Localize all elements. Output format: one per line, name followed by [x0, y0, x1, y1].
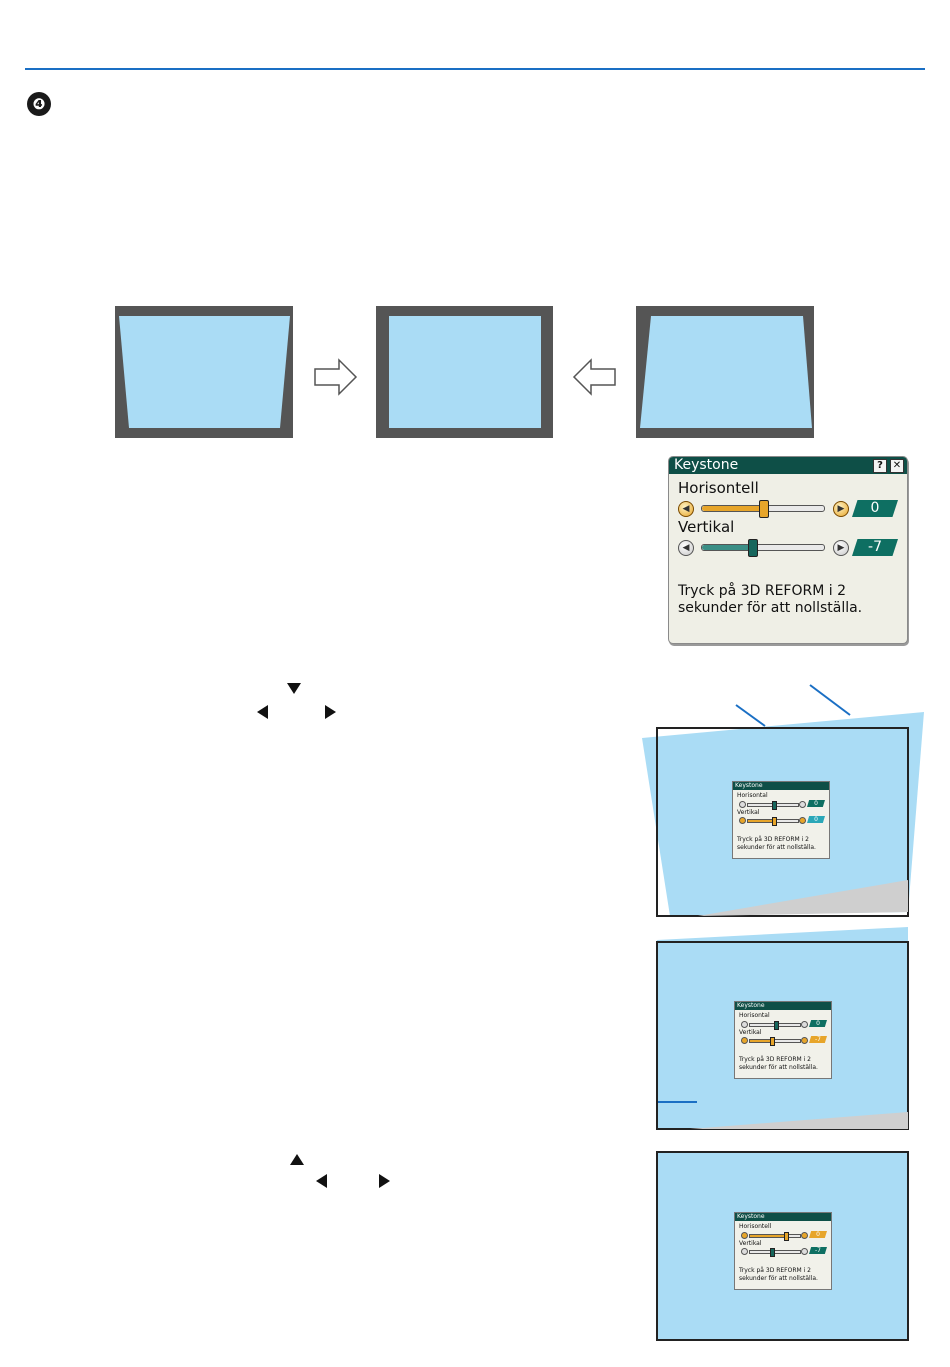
vertical-value: -7 [852, 539, 898, 556]
mini-right-button [799, 801, 806, 808]
help-button[interactable]: ? [873, 459, 887, 473]
mini-horizontal-slider [749, 1021, 801, 1030]
mini-right-button [801, 1037, 808, 1044]
mini-vertical-slider [747, 817, 799, 826]
mini-left-button [741, 1037, 748, 1044]
pointer-line [735, 704, 766, 727]
mini-vertical-slider [749, 1248, 801, 1257]
mini-left-button [741, 1248, 748, 1255]
vertical-slider-thumb[interactable] [748, 539, 758, 557]
step-number-badge: ❹ [27, 92, 51, 116]
mini-vertical-label: Vertikal [739, 1240, 762, 1247]
mini-left-button [741, 1232, 748, 1239]
right-triangle-icon [379, 1174, 390, 1188]
mini-horizontal-label: Horisontal [739, 1012, 770, 1019]
mini-horizontal-value: 0 [809, 1020, 827, 1027]
horizontal-slider-fill [702, 506, 763, 511]
mini-right-button [801, 1021, 808, 1028]
mini-horizontal-value: 0 [809, 1231, 827, 1238]
screen-outline-panel-1 [656, 727, 909, 917]
mini-vertical-value: -7 [809, 1247, 827, 1254]
mini-left-button [739, 817, 746, 824]
left-triangle-icon [257, 705, 268, 719]
close-button[interactable]: ✕ [890, 459, 904, 473]
mini-vertical-label: Vertikal [737, 809, 760, 816]
mini-right-button [799, 817, 806, 824]
mini-dialog-title: Keystone [735, 1213, 831, 1221]
keystone-diagram [115, 306, 814, 438]
left-outline-arrow-icon [572, 358, 616, 396]
keystone-dialog: Keystone ? ✕ Horisontell ◀ ▶ 0 Vertikal … [668, 456, 908, 644]
right-triangle-icon [325, 705, 336, 719]
mini-keystone-dialog-2: Keystone Horisontal 0 Vertikal -7 Tryck … [734, 1001, 832, 1079]
vertical-left-button[interactable]: ◀ [678, 540, 694, 556]
horizontal-slider[interactable] [701, 500, 825, 518]
vertical-slider[interactable] [701, 539, 825, 557]
trapezoid-screen-right [640, 316, 812, 428]
reset-message: Tryck på 3D REFORM i 2 sekunder för att … [678, 583, 863, 616]
mini-reset-message: Tryck på 3D REFORM i 2 sekunder för att … [739, 1267, 818, 1282]
mini-horizontal-slider [747, 801, 799, 810]
mini-vertical-value: 0 [807, 816, 825, 823]
up-triangle-icon [290, 1154, 304, 1165]
mini-reset-message: Tryck på 3D REFORM i 2 sekunder för att … [737, 836, 816, 851]
vertical-label: Vertikal [678, 518, 735, 536]
trapezoid-screen-left [119, 316, 290, 428]
mini-vertical-value: -7 [809, 1036, 827, 1043]
left-triangle-icon [316, 1174, 327, 1188]
mini-horizontal-label: Horisontell [739, 1223, 772, 1230]
mini-left-button [741, 1021, 748, 1028]
mini-left-button [739, 801, 746, 808]
horizontal-slider-thumb[interactable] [759, 500, 769, 518]
horizontal-left-button[interactable]: ◀ [678, 501, 694, 517]
mini-vertical-slider [749, 1037, 801, 1046]
mini-reset-message: Tryck på 3D REFORM i 2 sekunder för att … [739, 1056, 818, 1071]
pointer-line [809, 684, 851, 716]
shadow-panel-2 [690, 1112, 908, 1129]
corrected-screen-center [389, 316, 541, 428]
shadow-panel-1 [698, 880, 908, 916]
header-rule [25, 68, 925, 70]
mini-dialog-title: Keystone [733, 782, 829, 790]
mini-right-button [801, 1232, 808, 1239]
mini-dialog-title: Keystone [735, 1002, 831, 1010]
dialog-title: Keystone [669, 457, 907, 474]
mini-vertical-label: Vertikal [739, 1029, 762, 1036]
mini-keystone-dialog-1: Keystone Horisontal 0 Vertikal 0 Tryck p… [732, 781, 830, 859]
mini-horizontal-slider [749, 1232, 801, 1241]
horizontal-value: 0 [852, 500, 898, 517]
right-outline-arrow-icon [314, 358, 358, 396]
mini-keystone-dialog-3: Keystone Horisontell 0 Vertikal -7 Tryck… [734, 1212, 832, 1290]
vertical-right-button[interactable]: ▶ [833, 540, 849, 556]
horizontal-label: Horisontell [678, 479, 759, 497]
horizontal-right-button[interactable]: ▶ [833, 501, 849, 517]
mini-horizontal-value: 0 [807, 800, 825, 807]
mini-right-button [801, 1248, 808, 1255]
down-triangle-icon [287, 683, 301, 694]
vertical-slider-fill [702, 545, 754, 550]
mini-horizontal-label: Horisontal [737, 792, 768, 799]
